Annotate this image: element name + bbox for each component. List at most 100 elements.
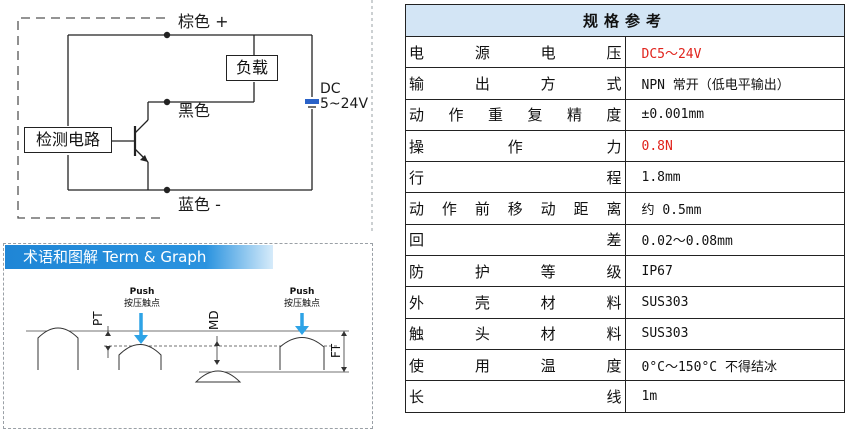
push-label-1: Push [129, 287, 155, 297]
spec-key-char: 作 [507, 137, 523, 156]
spec-key-text: 动作前移动距离 [409, 198, 622, 219]
spec-row: 动作前移动距离约 0.5mm [405, 192, 845, 225]
spec-key-char: 作 [448, 106, 464, 125]
spec-key-char: 线 [606, 387, 622, 406]
spec-key-char: 移 [507, 200, 523, 219]
spec-key-text: 触头材料 [409, 323, 622, 344]
md-label: MD [207, 310, 221, 330]
spec-key: 动作前移动距离 [405, 192, 626, 225]
spec-key: 行程 [405, 161, 626, 194]
spec-key-char: 度 [606, 356, 622, 375]
spec-key-char: 行 [409, 168, 425, 187]
spec-key-char: 离 [606, 200, 622, 219]
spec-title: 规格参考 [405, 4, 845, 37]
spec-key-char: 距 [573, 200, 589, 219]
spec-key-char: 用 [474, 356, 490, 375]
spec-key-char: 前 [474, 200, 490, 219]
spec-value: SUS303 [624, 317, 845, 350]
spec-value: 1.8mm [624, 161, 845, 194]
terms-banner: 术语和图解 Term & Graph [5, 245, 273, 269]
spec-key-text: 外壳材料 [409, 292, 622, 313]
spec-key-text: 电源电压 [409, 42, 622, 63]
spec-key-text: 长线 [409, 386, 622, 407]
spec-key-char: 重 [487, 106, 503, 125]
spec-key: 长线 [405, 380, 626, 413]
spec-key-char: 力 [606, 137, 622, 156]
load-box: 负载 [226, 55, 278, 81]
dc-label: DC [320, 81, 341, 97]
spec-key-char: 头 [474, 325, 490, 344]
spec-value: ±0.001mm [624, 98, 845, 131]
spec-key-char: 使 [409, 356, 425, 375]
spec-key-text: 动作重复精度 [409, 104, 622, 125]
spec-key-char: 护 [474, 262, 490, 281]
spec-key-char: 式 [606, 74, 622, 93]
spec-key-char: 壳 [474, 294, 490, 313]
spec-key-char: 动 [409, 106, 425, 125]
spec-key-text: 输出方式 [409, 73, 622, 94]
spec-key-char: 出 [474, 74, 490, 93]
spec-key-char: 度 [606, 106, 622, 125]
voltage-label: 5~24V [320, 96, 369, 112]
spec-key: 触头材料 [405, 317, 626, 350]
press-label-2: 按压触点 [283, 299, 320, 309]
spec-key-char: 动 [540, 200, 556, 219]
spec-key-char: 级 [606, 262, 622, 281]
spec-key-text: 操作力 [409, 136, 622, 157]
spec-key: 回差 [405, 223, 626, 257]
spec-key-char: 料 [606, 294, 622, 313]
spec-key-char: 材 [540, 294, 556, 313]
spec-header-row: 规格参考 [405, 4, 845, 37]
blue-wire-label: 蓝色 - [178, 195, 221, 214]
spec-key-char: 回 [409, 231, 425, 250]
spec-key: 动作重复精度 [405, 98, 626, 131]
spec-key: 防护等级 [405, 255, 626, 288]
spec-value: 0.8N [624, 129, 845, 163]
spec-key: 操作力 [405, 129, 626, 163]
spec-key: 输出方式 [405, 67, 626, 100]
spec-key-text: 行程 [409, 167, 622, 188]
spec-key-char: 源 [474, 43, 490, 62]
ft-label: FT [329, 343, 343, 358]
spec-key-char: 防 [409, 262, 425, 281]
spec-key: 使用温度 [405, 348, 626, 382]
terms-title: 术语和图解 Term & Graph [23, 248, 207, 266]
spec-key-char: 触 [409, 325, 425, 344]
spec-value: 约 0.5mm [624, 192, 845, 225]
spec-key-char: 压 [606, 43, 622, 62]
spec-key: 外壳材料 [405, 286, 626, 319]
spec-row: 动作重复精度±0.001mm [405, 98, 845, 131]
terms-illustration [26, 313, 349, 383]
spec-key-char: 输 [409, 74, 425, 93]
spec-key: 电源电压 [405, 35, 626, 69]
spec-key-char: 料 [606, 325, 622, 344]
press-label-1: 按压触点 [123, 299, 160, 309]
terms-graph-panel: 术语和图解 Term & Graph Push 按压触点 Push [3, 243, 373, 429]
spec-key-char: 电 [409, 43, 425, 62]
spec-key-char: 电 [540, 43, 556, 62]
spec-key-text: 防护等级 [409, 261, 622, 282]
spec-value: NPN 常开（低电平输出） [624, 67, 845, 100]
spec-key-char: 温 [540, 356, 556, 375]
spec-key-char: 复 [527, 106, 543, 125]
spec-key-char: 外 [409, 294, 425, 313]
spec-key-char: 长 [409, 387, 425, 406]
wiring-diagram-lines [17, 0, 373, 232]
push-label-2: Push [289, 287, 315, 297]
spec-key-char: 程 [606, 168, 622, 187]
spec-key-char: 等 [540, 262, 556, 281]
brown-wire-label: 棕色 + [178, 12, 229, 31]
spec-value: SUS303 [624, 286, 845, 319]
spec-value: 0°C～150°C 不得结冰 [624, 348, 845, 382]
